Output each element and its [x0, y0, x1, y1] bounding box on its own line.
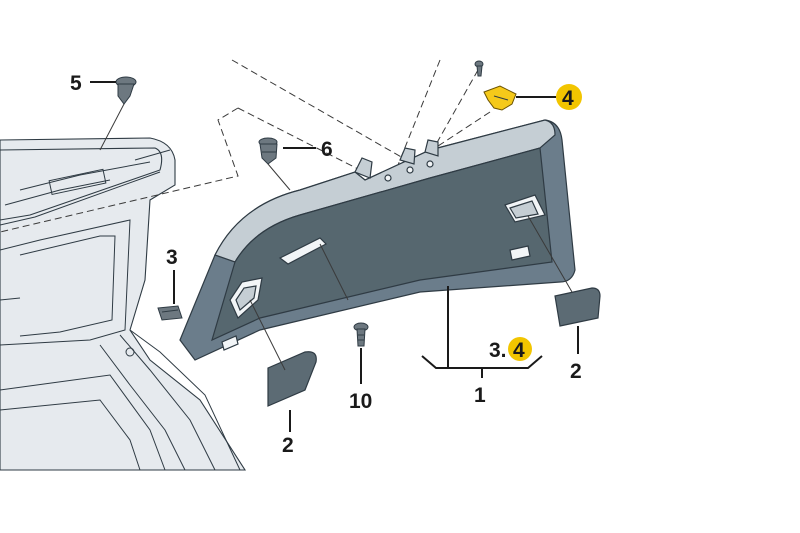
callout-6: 6	[321, 138, 333, 161]
callout-2-right: 2	[570, 360, 582, 383]
callout-1: 1	[474, 384, 486, 407]
clip-part-4	[483, 85, 517, 111]
callout-3-4-suffix: 4	[513, 339, 525, 362]
cover-cap-left-part-2	[267, 351, 317, 407]
highlight-badge-4-top	[556, 84, 582, 110]
highlight-badge-3-4	[508, 337, 532, 361]
callout-3-4-prefix: 3.	[489, 339, 507, 362]
callout-5: 5	[70, 72, 82, 95]
leader-lines	[90, 81, 579, 432]
callout-3: 3	[166, 246, 178, 269]
vehicle-tailgate-outline	[0, 137, 247, 471]
cover-cap-right-part-2	[554, 287, 601, 327]
screw-top	[474, 60, 484, 77]
assembly-guide-lines	[0, 59, 491, 289]
callout-10: 10	[349, 390, 372, 413]
bolt-part-10	[353, 322, 369, 347]
callout-2-left: 2	[282, 434, 294, 457]
clip-part-6	[258, 137, 278, 165]
retainer-part-3	[157, 305, 183, 321]
callout-4-top: 4	[562, 87, 574, 110]
